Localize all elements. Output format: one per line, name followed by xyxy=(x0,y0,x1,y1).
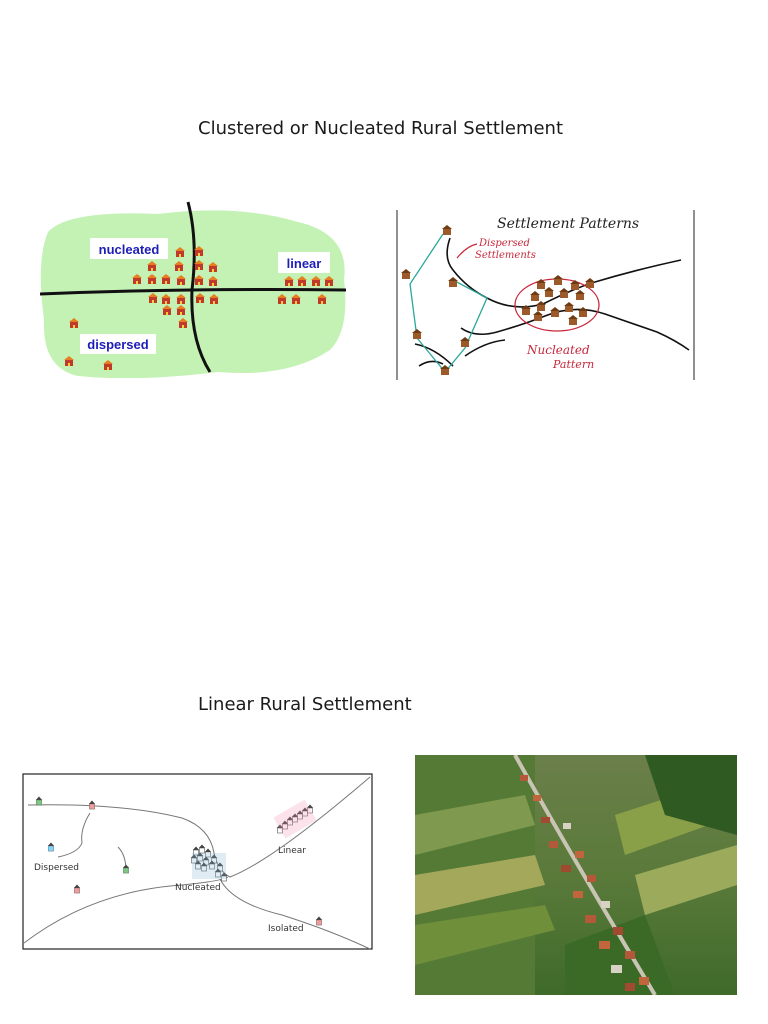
settlement-types-diagram: Dispersed Nucleated Linear Isolated xyxy=(22,773,373,950)
label-box-dispersed xyxy=(80,334,156,354)
sketch-roads xyxy=(414,237,690,367)
sketch-nucleated-houses xyxy=(521,275,595,325)
heading-clustered-settlement: Clustered or Nucleated Rural Settlement xyxy=(198,118,564,139)
field-strip-1 xyxy=(415,795,535,855)
nucleated-cluster xyxy=(190,844,228,882)
sketch-title: Settlement Patterns xyxy=(497,216,639,232)
label-isolated: Isolated xyxy=(268,924,304,934)
linear-cluster xyxy=(273,799,317,839)
dispersed-arrow xyxy=(456,243,478,259)
annotation-dispersed-1: Dispersed xyxy=(478,238,530,249)
label-nucleated: Nucleated xyxy=(175,883,221,893)
annotation-nucleated-1: Nucleated xyxy=(526,343,590,357)
annotation-dispersed-2: Settlements xyxy=(475,250,536,261)
label-dispersed: dispersed xyxy=(87,337,148,352)
hand-drawn-settlement-sketch: Settlement Patterns Dispersed Settlement… xyxy=(396,210,695,380)
label-box-linear xyxy=(278,252,330,273)
label-nucleated: nucleated xyxy=(99,242,160,257)
diagram-roads xyxy=(23,776,371,950)
main-road-vertical xyxy=(186,201,212,373)
label-linear: Linear xyxy=(278,846,306,856)
aerial-village-photo xyxy=(415,755,737,995)
dispersed-markers xyxy=(35,796,323,926)
label-linear: linear xyxy=(287,256,322,271)
label-dispersed: Dispersed xyxy=(34,863,79,873)
annotation-nucleated-2: Pattern xyxy=(552,358,594,371)
field-strip-3 xyxy=(415,905,555,965)
forest-right xyxy=(645,755,737,835)
field-strip-2 xyxy=(415,855,545,915)
village-roofs xyxy=(520,775,649,991)
field-strip-5 xyxy=(635,845,737,915)
forest-patch xyxy=(565,915,675,995)
heading-linear-settlement: Linear Rural Settlement xyxy=(198,694,412,715)
label-box-nucleated xyxy=(90,238,168,259)
settlement-pattern-map: nucleated linear dispersed xyxy=(39,201,347,378)
